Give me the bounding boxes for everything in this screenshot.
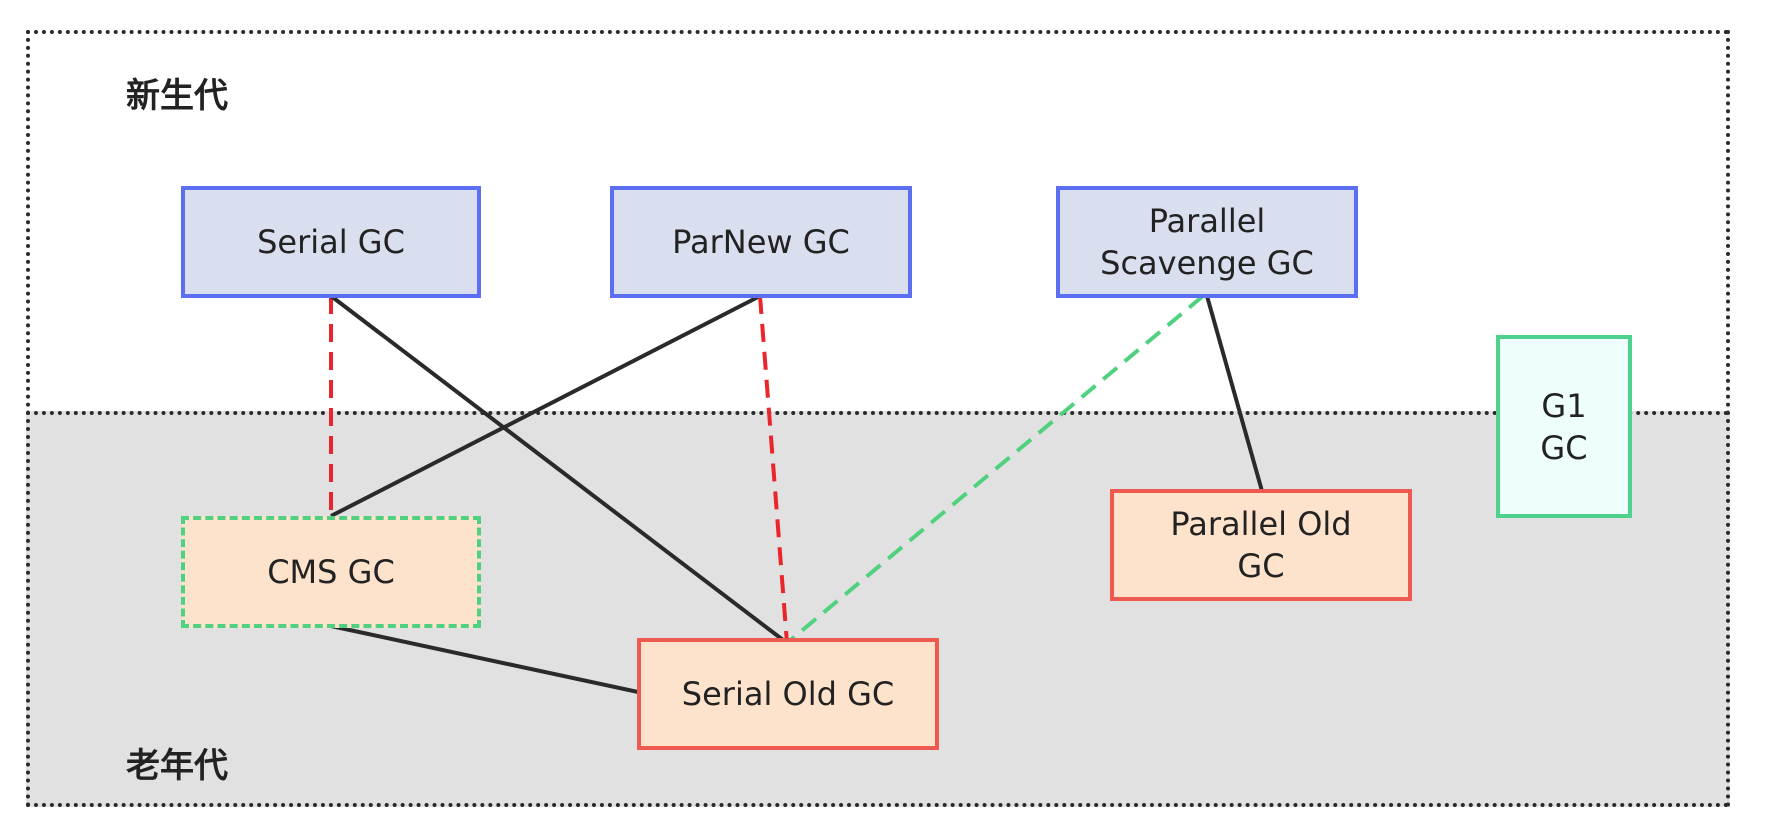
- link-parallel-scavenge-parallel-old: [1205, 295, 1264, 492]
- link-parnew-cms: [330, 294, 761, 518]
- link-parallel-scavenge-serial-old: [785, 294, 1205, 645]
- young-generation-label: 新生代: [126, 76, 228, 116]
- node-serial-gc: Serial GC: [181, 186, 481, 298]
- node-parnew-gc: ParNew GC: [610, 186, 912, 298]
- link-cms-serial-old: [330, 624, 639, 694]
- node-cms-gc: CMS GC: [181, 516, 481, 628]
- node-serial-old-gc: Serial Old GC: [637, 638, 939, 750]
- link-serial-serial-old: [329, 294, 789, 645]
- node-parallel-old-gc: Parallel Old GC: [1110, 489, 1412, 601]
- old-generation-label: 老年代: [126, 746, 228, 786]
- node-g1-gc: G1 GC: [1496, 335, 1632, 518]
- link-parnew-serial-old: [758, 295, 789, 644]
- node-parallel-scavenge-gc: Parallel Scavenge GC: [1056, 186, 1358, 298]
